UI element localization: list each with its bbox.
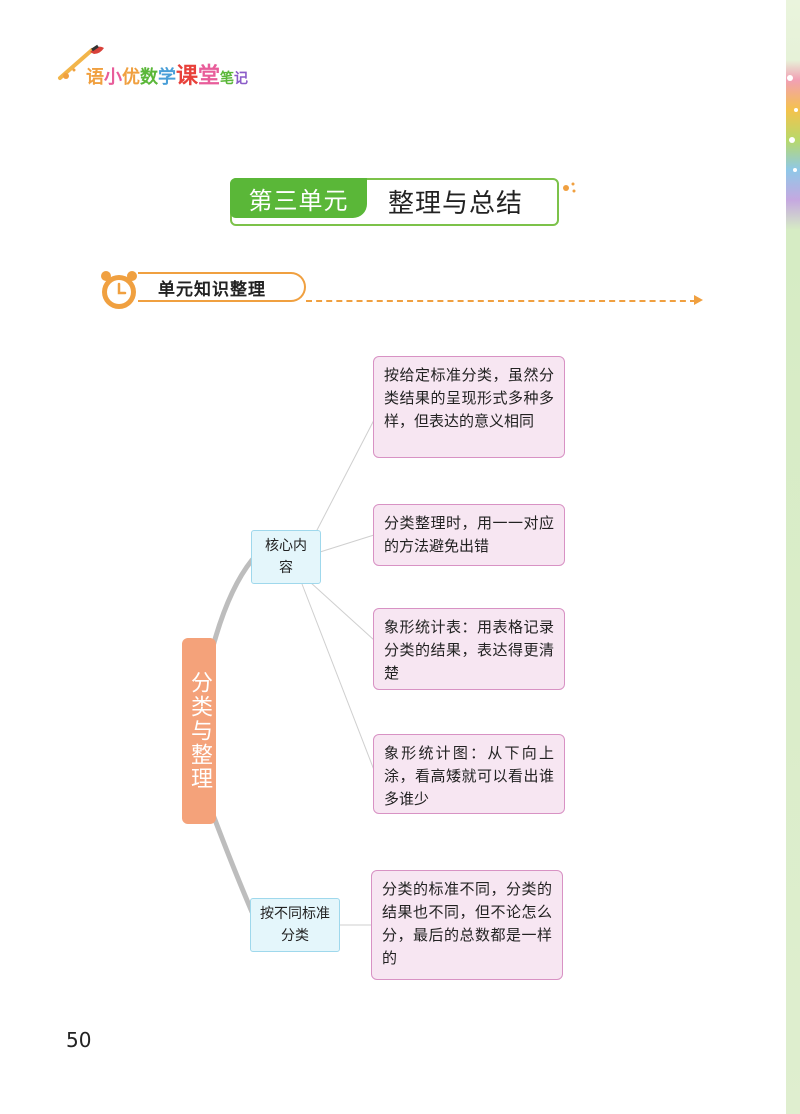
edge-sparkle-icon <box>787 75 798 172</box>
mindmap-leaf: 按给定标准分类，虽然分类结果的呈现形式多种多样，但表达的意义相同 <box>373 356 565 458</box>
branch-1-to-leaf-4 <box>301 583 375 771</box>
logo-title: 语小优数学课堂笔记 <box>86 58 248 90</box>
logo-char: 笔 <box>220 71 235 87</box>
mindmap-leaf: 象形统计图：从下向上涂，看高矮就可以看出谁多谁少 <box>373 734 565 814</box>
branch-1-to-leaf-2 <box>319 534 375 553</box>
page-number: 50 <box>66 1028 92 1052</box>
section-dashed-line <box>306 300 696 302</box>
mindmap-leaf: 象形统计表：用表格记录分类的结果，表达得更清楚 <box>373 608 565 690</box>
root-to-branch-2 <box>209 809 255 915</box>
logo-char: 数 <box>140 67 158 88</box>
page-edge-decoration <box>786 0 800 1114</box>
mindmap-branch-classify: 按不同标准分类 <box>250 898 340 952</box>
logo-char: 堂 <box>198 64 221 89</box>
mindmap-branch-core: 核心内容 <box>251 530 321 584</box>
logo-char: 语 <box>86 67 104 88</box>
logo-char: 学 <box>158 67 176 88</box>
root-to-branch-1 <box>209 557 255 653</box>
logo-char: 优 <box>122 67 140 88</box>
brush-logo-icon <box>58 44 104 80</box>
branch-1-to-leaf-1 <box>315 419 375 533</box>
mindmap-leaf: 分类整理时，用一一对应的方法避免出错 <box>373 504 565 566</box>
branch-1-to-leaf-3 <box>309 581 375 641</box>
mindmap-root: 分类与整理 <box>182 638 216 824</box>
arrow-right-icon <box>694 295 703 305</box>
logo-char: 课 <box>176 64 199 89</box>
decor-dots-icon <box>563 182 576 193</box>
unit-badge: 第三单元 <box>230 178 367 218</box>
section-label: 单元知识整理 <box>138 272 306 302</box>
logo-char: 小 <box>104 67 122 88</box>
logo-char: 记 <box>234 71 249 87</box>
unit-title: 整理与总结 <box>388 189 524 219</box>
mindmap-leaf: 分类的标准不同，分类的结果也不同，但不论怎么分，最后的总数都是一样的 <box>371 870 563 980</box>
alarm-clock-icon <box>101 271 137 309</box>
